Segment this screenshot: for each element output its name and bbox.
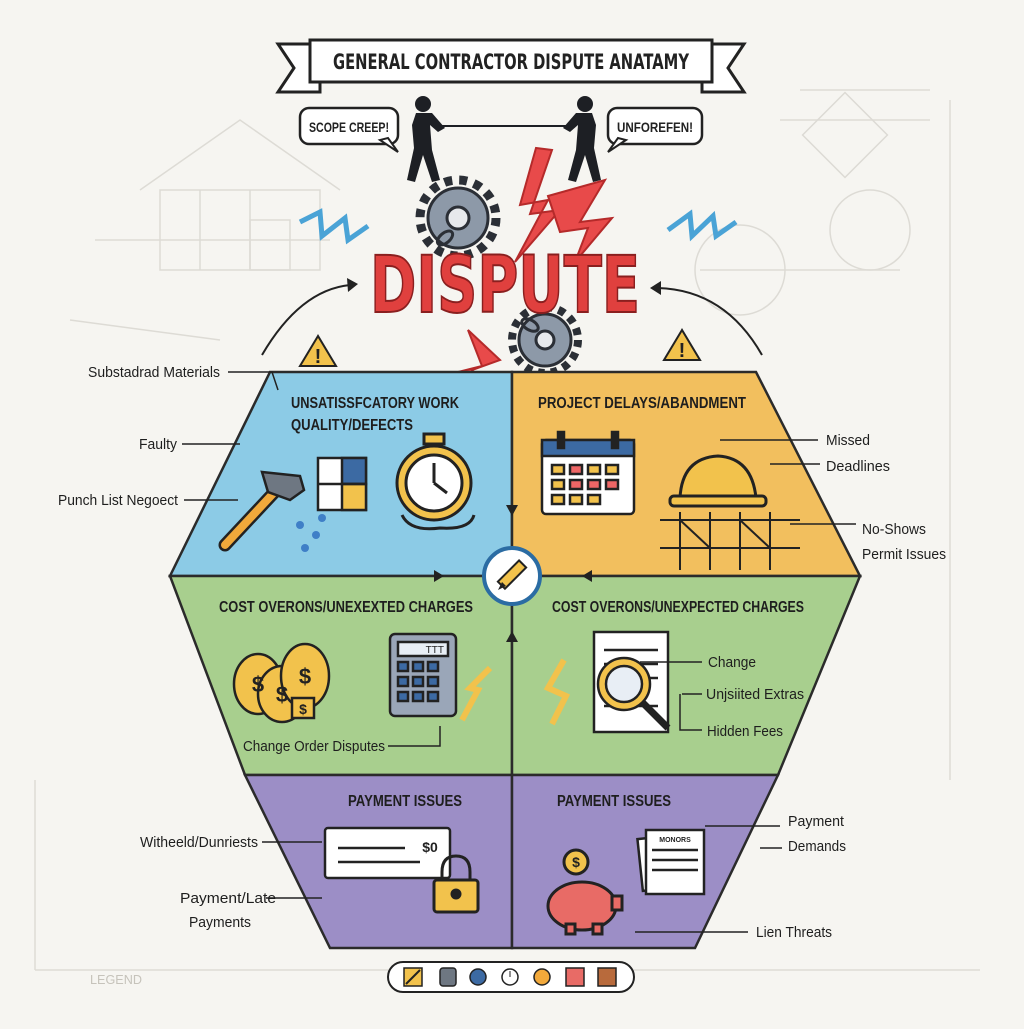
svg-text:$: $ (276, 682, 288, 707)
cost-left-title: COST OVERONS/UNEXEXTED CHARGES (219, 599, 473, 616)
label-missed: Missed (826, 432, 870, 449)
cost-right-title: COST OVERONS/UNEXPECTED CHARGES (552, 599, 804, 616)
svg-text:!: ! (315, 346, 322, 368)
label-payment-late-2: Payments (189, 914, 251, 931)
callout-labels: Substadrad Materials Faulty Punch List N… (58, 364, 946, 941)
calculator-icon: TTT (388, 632, 458, 718)
legend-box-icon (597, 967, 617, 987)
svg-text:!: ! (679, 340, 686, 362)
svg-text:$: $ (299, 701, 307, 717)
label-deadlines: Deadlines (826, 458, 890, 475)
label-change: Change (708, 654, 756, 671)
zigzag-left-icon (459, 665, 493, 722)
padlock-icon (432, 854, 480, 914)
pencil-icon (482, 546, 542, 606)
warning-icon: ! ! (298, 328, 702, 368)
quality-title-line1: UNSATISSFCATORY WORK (291, 395, 459, 412)
legend-gear-icon (469, 968, 487, 986)
dispute-word: DISPUTE (370, 241, 640, 331)
stopwatch-icon (395, 432, 476, 531)
legend-clock-icon (501, 968, 519, 986)
money-bags-icon: $ $ $ $ (232, 642, 331, 724)
check-icon: $0 (323, 826, 452, 880)
legend-drum-icon (439, 967, 457, 987)
label-hidden: Hidden Fees (707, 723, 783, 740)
title-banner: GENERAL CONTRACTOR DISPUTE ANATAMY (275, 38, 747, 94)
label-permit: Permit Issues (862, 546, 946, 563)
legend-cog-icon (533, 968, 551, 986)
water-drops-icon (296, 514, 326, 552)
hammer-icon (218, 470, 306, 552)
lightning-bolt-icon (455, 146, 615, 411)
svg-text:$: $ (299, 664, 311, 689)
svg-text:$: $ (252, 672, 264, 697)
label-punch-list: Punch List Negoect (58, 492, 179, 509)
legend-bar (387, 961, 635, 993)
bubble-right-text: UNFOREFEN! (617, 119, 693, 135)
document-stack-icon: MONORS (636, 828, 706, 896)
label-payment-late-1: Payment/Late (180, 890, 276, 907)
label-unjustified: Unjsiited Extras (706, 686, 804, 703)
label-demands: Demands (788, 838, 846, 855)
zigzag-lines-icon (298, 208, 738, 245)
legend-hammer-icon (403, 967, 423, 987)
piggy-bank-icon: $ (546, 848, 624, 936)
label-withheld: Witheeld/Dunriests (140, 834, 258, 851)
label-substandard: Substadrad Materials (88, 364, 220, 381)
banner-title: GENERAL CONTRACTOR DISPUTE ANATAMY (333, 50, 690, 74)
broken-tile-icon (316, 456, 368, 512)
check-amount: $0 (422, 839, 438, 855)
legend-label: LEGEND (90, 972, 142, 987)
calculator-screen: TTT (426, 645, 444, 656)
bubble-left-text: SCOPE CREEP! (309, 119, 389, 135)
label-no-shows: No-Shows (862, 521, 926, 538)
scaffold-icon (660, 512, 800, 570)
payment-right-title: PAYMENT ISSUES (557, 793, 671, 810)
center-arrows (434, 505, 592, 642)
speech-bubble-left: SCOPE CREEP! (298, 106, 400, 153)
label-payment: Payment (788, 813, 845, 830)
svg-text:$: $ (572, 854, 580, 870)
payment-left-title: PAYMENT ISSUES (348, 793, 462, 810)
connector-arrows (261, 278, 763, 356)
label-change-order: Change Order Disputes (243, 738, 385, 755)
callout-lines (182, 371, 856, 933)
speech-bubble-right: UNFOREFEN! (606, 106, 704, 153)
document-header: MONORS (659, 837, 691, 844)
legend-calendar-icon (565, 967, 585, 987)
delays-title: PROJECT DELAYS/ABANDMENT (538, 395, 746, 412)
label-faulty: Faulty (139, 436, 177, 453)
document-magnifier-icon (592, 630, 671, 734)
tug-of-war-figures-icon (407, 96, 601, 182)
hard-hat-icon (668, 454, 768, 508)
quality-title-line2: QUALITY/DEFECTS (291, 417, 413, 434)
gear-chain-icon (415, 175, 582, 377)
zigzag-right-icon (543, 658, 571, 726)
calendar-icon (540, 430, 636, 516)
label-lien: Lien Threats (756, 924, 832, 941)
